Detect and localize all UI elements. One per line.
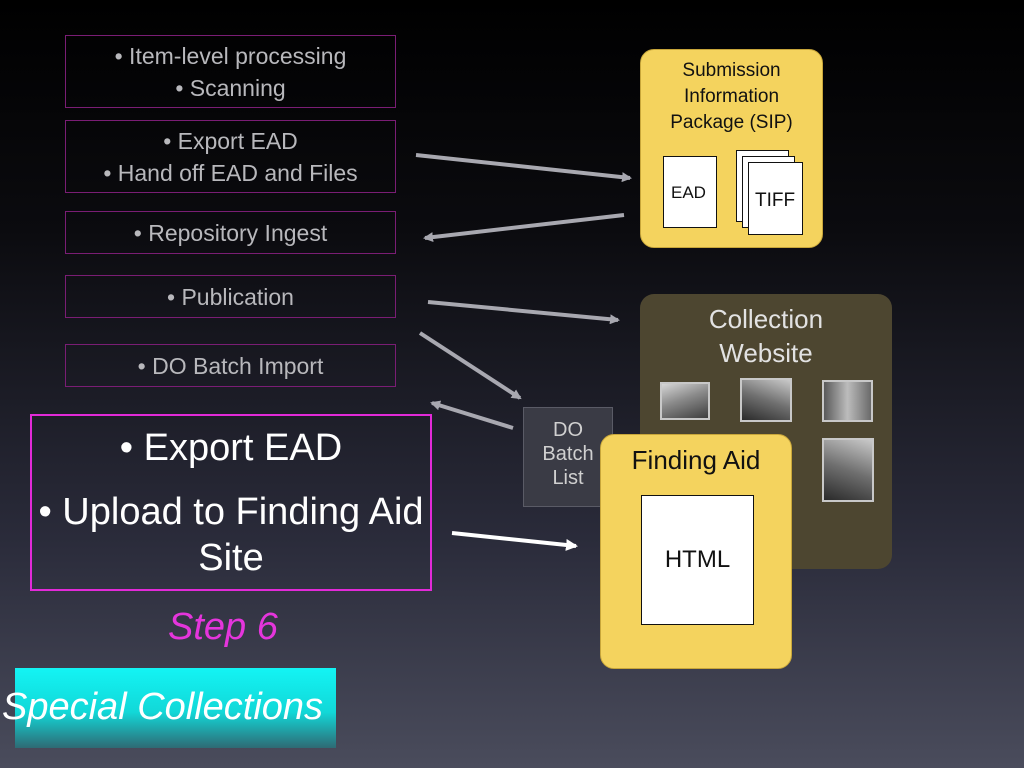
finding-aid-title: Finding Aid	[631, 445, 761, 475]
tiff-doc-icon	[748, 162, 803, 235]
step-line: • Publication	[167, 283, 294, 310]
ead-doc-label: EAD	[671, 183, 706, 202]
sip-box: Submission Information Package (SIP) EAD…	[640, 49, 823, 248]
collection-website-title: Collection Website	[708, 304, 824, 368]
step-line: • DO Batch Import	[137, 352, 324, 379]
sip-title: Submission Information Package (SIP)	[670, 60, 793, 133]
step-box-repository-ingest: • Repository Ingest	[65, 211, 396, 254]
step-box-do-batch-import: • DO Batch Import	[65, 344, 396, 387]
collection-photo	[740, 378, 792, 422]
do-batch-list-label: DO Batch List	[542, 419, 594, 489]
tiff-doc-label: TIFF	[755, 190, 796, 211]
html-doc-icon: HTML	[641, 495, 754, 625]
do-batch-list-box: DO Batch List	[523, 407, 613, 507]
footer-band	[15, 668, 336, 748]
collection-photo	[822, 380, 873, 422]
collection-photo	[822, 438, 874, 502]
active-step-box: • Export EAD • Upload to Finding Aid Sit…	[30, 414, 432, 591]
html-doc-label: HTML	[664, 546, 731, 573]
step-box-publication: • Publication	[65, 275, 396, 318]
step-box-export-ead: • Export EAD • Hand off EAD and Files	[65, 120, 396, 193]
finding-aid-box: Finding Aid HTML	[600, 434, 792, 669]
arrow-to-do-batch	[418, 331, 522, 400]
step-line: • Repository Ingest	[133, 219, 328, 246]
arrow-from-sip	[423, 213, 625, 243]
step-line: • Item-level processing	[114, 42, 347, 69]
collection-photo	[660, 382, 710, 420]
step-box-item-level: • Item-level processing • Scanning	[65, 35, 396, 108]
step-line: • Hand off EAD and Files	[103, 159, 358, 186]
arrow-to-finding-aid	[451, 531, 578, 551]
arrow-to-sip	[415, 153, 632, 183]
arrow-from-do-batch	[430, 400, 514, 430]
step-line: • Scanning	[175, 74, 286, 101]
active-step-item: • Upload to Finding Aid Site	[38, 490, 424, 579]
footer-title: Special Collections	[2, 686, 324, 728]
step-label: Step 6	[168, 606, 278, 648]
active-step-item: • Export EAD	[119, 426, 343, 469]
arrow-to-collection	[427, 300, 620, 325]
ead-doc-icon	[663, 156, 717, 228]
step-line: • Export EAD	[163, 127, 298, 154]
